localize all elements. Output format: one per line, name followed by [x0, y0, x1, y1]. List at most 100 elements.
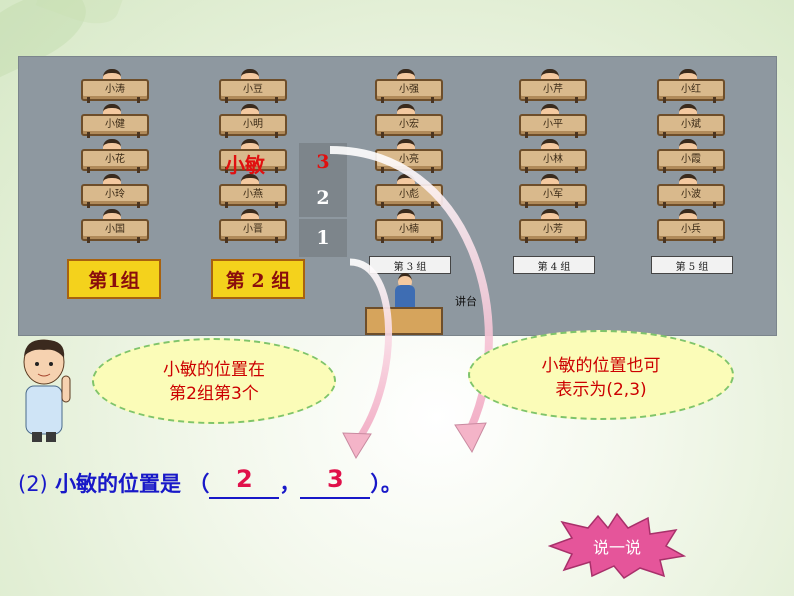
seat: 小红 [653, 69, 725, 103]
seat: 小明 [215, 104, 287, 138]
speak-button-label: 说一说 [592, 538, 641, 557]
desk: 小兵 [657, 219, 725, 241]
student-name: 小国 [105, 224, 125, 235]
podium [365, 307, 443, 335]
bubble-left-line1: 小敏的位置在 [163, 360, 265, 380]
student-name: 小涛 [105, 84, 125, 95]
group-1-column: 小涛 小健 小花 小玲 小国 [77, 69, 149, 244]
seat: 小霞 [653, 139, 725, 173]
seat: 小强 [371, 69, 443, 103]
desk: 小芳 [519, 219, 587, 241]
desk: 小军 [519, 184, 587, 206]
desk: 小林 [519, 149, 587, 171]
answer-blank-2[interactable]: 3 [300, 465, 371, 499]
question-number: (2) [18, 472, 48, 496]
question-text: 小敏的位置是 [55, 472, 182, 496]
seat: 小健 [77, 104, 149, 138]
group-3-column: 小强 小宏 小亮 小彪 小楠 [371, 69, 443, 244]
seat: 小宏 [371, 104, 443, 138]
group-3-label: 第 3 组 [369, 256, 451, 274]
answer-blank-1[interactable]: 2 [209, 465, 280, 499]
row-number-2: 2 [299, 179, 347, 217]
desk: 小红 [657, 79, 725, 101]
desk: 小强 [375, 79, 443, 101]
student-name: 小健 [105, 119, 125, 130]
student-name: 小斌 [681, 119, 701, 130]
seat: 小玲 [77, 174, 149, 208]
desk: 小明 [219, 114, 287, 136]
starburst-shape [548, 512, 686, 579]
student-name: 小林 [543, 154, 563, 165]
student-name: 小芹 [543, 84, 563, 95]
close-paren: ）。 [370, 472, 402, 496]
student-name: 小花 [105, 154, 125, 165]
group-4-column: 小芹 小平 小林 小军 小芳 [515, 69, 587, 244]
student-name: 小平 [543, 119, 563, 130]
desk: 小玲 [81, 184, 149, 206]
desk: 小斌 [657, 114, 725, 136]
bubble-left-line2: 第2组第3个 [169, 384, 259, 404]
student-name: 小兵 [681, 224, 701, 235]
desk: 小燕 [219, 184, 287, 206]
curved-arrow-left-head [342, 432, 372, 460]
student-name: 小霞 [681, 154, 701, 165]
classroom-seating-chart: 小涛 小健 小花 小玲 小国 小豆 小明 小燕 小晋 小强 小宏 小亮 小彪 小… [18, 56, 777, 336]
seat: 小兵 [653, 209, 725, 243]
group-2-column: 小豆 小明 小燕 小晋 [215, 69, 287, 244]
speech-bubble-right: 小敏的位置也可 表示为(2,3) [468, 330, 734, 420]
seat: 小平 [515, 104, 587, 138]
answer-1: 2 [236, 465, 253, 493]
seat: 小芹 [515, 69, 587, 103]
seat: 小花 [77, 139, 149, 173]
group-2-label: 第 2 组 [211, 259, 305, 299]
desk: 小涛 [81, 79, 149, 101]
desk: 小平 [519, 114, 587, 136]
seat: 小楠 [371, 209, 443, 243]
desk: 小霞 [657, 149, 725, 171]
row-number-3: 3 [299, 143, 347, 181]
group-4-label: 第 4 组 [513, 256, 595, 274]
seat: 小军 [515, 174, 587, 208]
highlight-student-name: 小敏 [225, 153, 265, 177]
seat: 小豆 [215, 69, 287, 103]
seat: 小晋 [215, 209, 287, 243]
seat: 小波 [653, 174, 725, 208]
seat: 小林 [515, 139, 587, 173]
student-name: 小晋 [243, 224, 263, 235]
curved-arrow-right-head [454, 422, 487, 454]
desk [219, 149, 287, 171]
speech-bubble-left: 小敏的位置在 第2组第3个 [92, 338, 336, 424]
seat: 小燕 [215, 174, 287, 208]
group-1-label: 第1组 [67, 259, 161, 299]
boy-illustration [23, 339, 71, 442]
desk: 小健 [81, 114, 149, 136]
student-name: 小豆 [243, 84, 263, 95]
desk: 小国 [81, 219, 149, 241]
seat: 小彪 [371, 174, 443, 208]
bubble-right-line1: 小敏的位置也可 [541, 356, 661, 376]
desk: 小豆 [219, 79, 287, 101]
student-name: 小明 [243, 119, 263, 130]
student-name: 小强 [399, 84, 419, 95]
group-5-label: 第 5 组 [651, 256, 733, 274]
seat [215, 139, 287, 173]
desk: 小波 [657, 184, 725, 206]
open-paren: （ [188, 472, 210, 496]
student-name: 小芳 [543, 224, 563, 235]
bubble-right-line2: 表示为(2,3) [555, 380, 647, 400]
lectern [365, 273, 445, 335]
student-name: 小波 [681, 189, 701, 200]
desk: 小晋 [219, 219, 287, 241]
seat: 小国 [77, 209, 149, 243]
student-name: 小玲 [105, 189, 125, 200]
seat: 小斌 [653, 104, 725, 138]
student-name: 小军 [543, 189, 563, 200]
student-name: 小红 [681, 84, 701, 95]
comma: ， [279, 472, 301, 496]
podium-label: 讲台 [455, 295, 477, 308]
answer-2: 3 [327, 465, 344, 493]
group-5-column: 小红 小斌 小霞 小波 小兵 [653, 69, 725, 244]
speak-button[interactable]: 说一说 [548, 512, 686, 580]
seat: 小涛 [77, 69, 149, 103]
seat: 小芳 [515, 209, 587, 243]
